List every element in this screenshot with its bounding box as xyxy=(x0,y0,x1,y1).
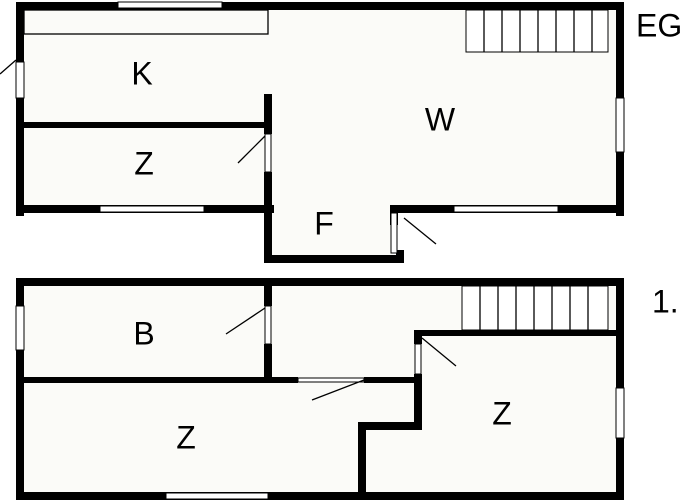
room-label-k: K xyxy=(131,55,152,91)
room-label-b: B xyxy=(133,315,154,351)
window xyxy=(99,205,205,213)
room-label-z: Z xyxy=(134,145,154,181)
door-opening xyxy=(297,377,365,383)
door-swing xyxy=(225,307,266,335)
staircase xyxy=(461,285,609,331)
window xyxy=(15,61,25,99)
wall xyxy=(16,2,24,216)
wall xyxy=(16,278,624,286)
door-swing xyxy=(237,135,266,164)
first-floor-area xyxy=(24,286,616,492)
first-floor-plan: B Z Z 1. xyxy=(15,278,679,500)
wall xyxy=(264,205,272,263)
wall xyxy=(24,122,272,128)
floor-label-1: 1. xyxy=(652,283,679,319)
wall xyxy=(16,492,624,500)
door-opening xyxy=(414,343,422,375)
entry-door xyxy=(0,59,17,75)
door-opening xyxy=(264,133,272,173)
room-label-z-left: Z xyxy=(176,419,196,455)
wall xyxy=(16,2,624,10)
door-opening xyxy=(264,305,272,345)
window xyxy=(453,205,559,213)
kitchen-counter xyxy=(23,9,269,35)
door-swing xyxy=(421,337,457,367)
room-label-w: W xyxy=(425,101,456,137)
ground-floor-area xyxy=(24,10,616,256)
ground-floor-plan: K W Z F EG xyxy=(0,1,682,263)
wall xyxy=(358,422,422,430)
wall xyxy=(264,255,404,263)
staircase xyxy=(465,9,609,53)
window xyxy=(615,97,625,153)
door-opening xyxy=(390,212,398,254)
wall xyxy=(414,374,422,428)
room-label-z-right: Z xyxy=(492,395,512,431)
wall xyxy=(264,94,272,134)
door-swing xyxy=(403,217,437,245)
wall xyxy=(264,286,272,306)
wall xyxy=(24,377,298,383)
wall xyxy=(16,278,24,500)
wall xyxy=(414,330,422,344)
wall xyxy=(364,377,422,383)
wall xyxy=(264,172,272,208)
window xyxy=(615,387,625,439)
floor-label-eg: EG xyxy=(636,7,682,43)
window xyxy=(117,1,223,9)
window xyxy=(165,492,269,500)
wall xyxy=(264,344,272,380)
wall xyxy=(396,250,404,263)
wall xyxy=(414,330,616,336)
wall xyxy=(358,422,366,496)
window xyxy=(15,305,25,351)
room-label-f: F xyxy=(314,205,334,241)
door-swing xyxy=(311,379,365,401)
